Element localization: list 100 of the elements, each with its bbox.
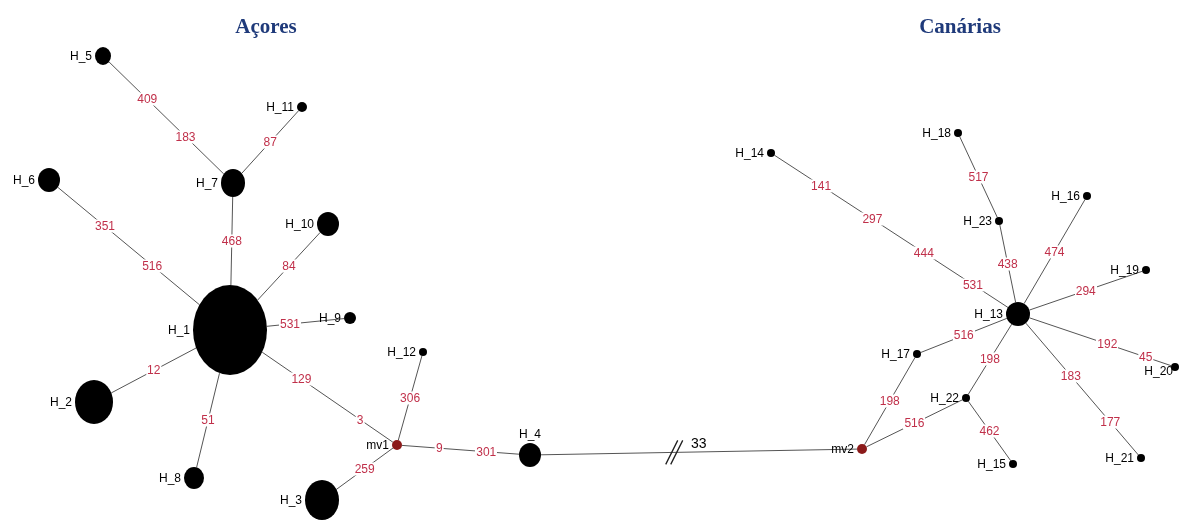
haplotype-label: H_11 xyxy=(266,100,294,114)
haplotype-label: H_18 xyxy=(922,126,951,140)
edge-label: 306 xyxy=(399,391,422,405)
edge-label: 474 xyxy=(1043,245,1066,259)
haplotype-circle xyxy=(75,380,113,424)
haplotype-circle xyxy=(95,47,111,65)
connector-line xyxy=(241,110,300,174)
edge-label: 198 xyxy=(978,352,1001,366)
connector-line xyxy=(57,186,200,306)
haplotype-label: H_13 xyxy=(974,307,1003,321)
haplotype-label: H_9 xyxy=(319,311,341,325)
haplotype-label: H_5 xyxy=(70,49,92,63)
haplotype-label: H_19 xyxy=(1110,263,1139,277)
haplotype-label: H_12 xyxy=(387,345,416,359)
connector-line xyxy=(1025,322,1139,456)
haplotype-label: H_10 xyxy=(285,217,314,231)
connector-line xyxy=(967,323,1013,396)
haplotype-circle xyxy=(1137,454,1145,462)
connector-line xyxy=(967,400,1012,462)
haplotype-circle xyxy=(305,480,339,520)
edge-label: 84 xyxy=(281,259,297,273)
haplotype-circle xyxy=(297,102,307,112)
haplotype-label: H_15 xyxy=(977,457,1006,471)
haplotype-label: H_17 xyxy=(881,347,910,361)
edge-label: 438 xyxy=(996,257,1019,271)
edge-label: 45 xyxy=(1138,350,1154,364)
connector-line xyxy=(540,448,858,456)
edge-label: 516 xyxy=(903,416,926,430)
haplotype-label: H_21 xyxy=(1105,451,1134,465)
edge-label: 462 xyxy=(978,424,1001,438)
edge-label: 87 xyxy=(262,135,278,149)
connector-line xyxy=(230,196,234,286)
edge-label: 531 xyxy=(961,278,984,292)
edge-label: 51 xyxy=(200,413,216,427)
connector-line xyxy=(1028,317,1172,367)
edge-label: 516 xyxy=(141,259,164,272)
median-vector-dot xyxy=(392,440,402,450)
edge-label: 12 xyxy=(146,363,162,377)
haplotype-circle xyxy=(38,168,60,192)
haplotype-label: H_6 xyxy=(13,173,35,187)
connector-line xyxy=(261,351,394,443)
haplotype-circle xyxy=(317,212,339,236)
edge-label: 294 xyxy=(1074,284,1097,298)
edge-label: 141 xyxy=(810,179,833,193)
haplotype-label: H_1 xyxy=(168,323,190,337)
edge-label: 183 xyxy=(174,130,197,144)
edge-label: 33 xyxy=(689,436,708,450)
connector-line xyxy=(1023,199,1086,305)
connector-line xyxy=(110,347,197,394)
edge-label: 177 xyxy=(1099,415,1122,429)
haplotype-circle xyxy=(344,312,356,324)
haplotype-label: H_7 xyxy=(196,176,218,190)
edge-label: 516 xyxy=(952,328,975,342)
edge-label: 468 xyxy=(220,234,243,248)
edge-label: 3 xyxy=(355,413,365,427)
haplotype-circle xyxy=(1009,460,1017,468)
edge-label: 351 xyxy=(93,219,116,233)
haplotype-label: mv1 xyxy=(366,438,389,452)
haplotype-circle xyxy=(221,169,245,197)
haplotype-label: H_20 xyxy=(1144,364,1173,378)
haplotype-label: mv2 xyxy=(831,442,854,456)
edge-label: 531 xyxy=(279,317,302,331)
haplotype-label: H_3 xyxy=(280,493,302,507)
edge-label: 297 xyxy=(861,212,884,226)
haplotype-circle xyxy=(519,443,541,467)
group-heading: Canárias xyxy=(919,14,1001,39)
edge-label: 129 xyxy=(290,372,313,386)
haplotype-circle xyxy=(1171,363,1179,371)
edge-label: 301 xyxy=(475,445,498,459)
haplotype-label: H_4 xyxy=(519,427,541,441)
haplotype-circle xyxy=(1083,192,1091,200)
group-heading: Açores xyxy=(235,14,297,39)
edge-label: 517 xyxy=(967,170,990,184)
haplotype-circle xyxy=(419,348,427,356)
connector-line xyxy=(959,136,998,218)
haplotype-circle xyxy=(913,350,921,358)
edge-label: 192 xyxy=(1096,337,1119,351)
connector-line xyxy=(864,357,916,446)
haplotype-circle xyxy=(767,149,775,157)
haplotype-label: H_8 xyxy=(159,471,181,485)
haplotype-label: H_2 xyxy=(50,395,72,409)
edge-label: 444 xyxy=(912,246,935,260)
connector-line xyxy=(257,231,321,301)
haplotype-label: H_22 xyxy=(930,391,959,405)
haplotype-circle xyxy=(962,394,970,402)
edge-label: 259 xyxy=(353,462,376,476)
haplotype-circle xyxy=(954,129,962,137)
connector-line xyxy=(397,355,423,441)
edge-label: 409 xyxy=(136,92,159,106)
haplotype-circle xyxy=(184,467,204,489)
haplotype-circle xyxy=(1142,266,1150,274)
haplotype-label: H_16 xyxy=(1051,189,1080,203)
connector-line xyxy=(920,317,1008,353)
edge-label: 183 xyxy=(1059,369,1082,383)
median-vector-dot xyxy=(857,444,867,454)
haplotype-circle xyxy=(995,217,1003,225)
haplotype-label: H_23 xyxy=(963,214,992,228)
connector-line xyxy=(196,372,220,468)
haplotype-circle xyxy=(1006,302,1030,326)
edge-label: 198 xyxy=(878,394,901,408)
